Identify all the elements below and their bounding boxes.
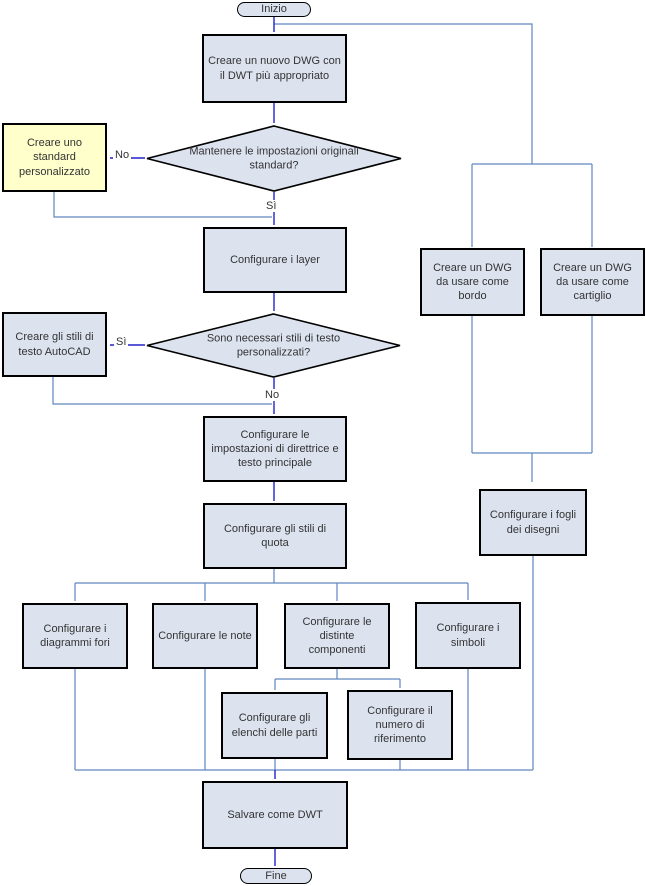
process-drawing-sheets: Configurare i fogli dei disegni: [479, 489, 587, 556]
process-autocad-text-styles: Creare gli stili di testo AutoCAD: [2, 312, 107, 377]
edge-label-si-2: Sì: [114, 336, 129, 349]
process-configure-layers: Configurare i layer: [203, 227, 347, 293]
process-parts-lists: Configurare gli elenchi delle parti: [221, 692, 328, 759]
decision-keep-standard-settings-label: Mantenere le impostazioni originali stan…: [189, 145, 359, 172]
process-custom-standard-label: Creare uno standard personalizzato: [19, 137, 90, 178]
process-dwg-border: Creare un DWG da usare come bordo: [420, 248, 525, 316]
diamond-shape: [146, 313, 401, 378]
process-symbols-label: Configurare i simboli: [436, 622, 500, 649]
process-dwg-title-block: Creare un DWG da usare come cartiglio: [540, 248, 645, 316]
edge-label-si-1: Sì: [264, 200, 279, 213]
process-balloon-number-label: Configurare il numero di riferimento: [367, 704, 433, 746]
process-parts-lists-label: Configurare gli elenchi delle parti: [231, 712, 318, 739]
process-dwg-title-block-label: Creare un DWG da usare come cartiglio: [553, 261, 632, 303]
connectors: [52, 16, 593, 866]
process-custom-standard: Creare uno standard personalizzato: [2, 123, 107, 192]
decision-custom-text-styles: Sono necessari stili di testo personaliz…: [145, 313, 402, 378]
diamond-shape: [146, 125, 402, 192]
process-dimension-styles: Configurare gli stili di quota: [203, 503, 347, 569]
process-symbols: Configurare i simboli: [415, 602, 521, 669]
start-terminator: Inizio: [237, 2, 311, 17]
process-save-dwt-label: Salvare come DWT: [227, 808, 323, 821]
process-save-dwt: Salvare come DWT: [202, 781, 348, 849]
process-parts-lists-components-label: Configurare le distinte componenti: [302, 615, 372, 657]
process-dimension-styles-label: Configurare gli stili di quota: [223, 522, 327, 549]
process-new-dwg: Creare un nuovo DWG con il DWT più appro…: [202, 34, 347, 103]
end-terminator: Fine: [240, 868, 312, 884]
process-autocad-text-styles-label: Creare gli stili di testo AutoCAD: [15, 331, 94, 358]
process-parts-lists-components: Configurare le distinte componenti: [284, 603, 390, 669]
edge-label-no-1: No: [113, 149, 132, 162]
process-drawing-sheets-label: Configurare i fogli dei disegni: [489, 509, 577, 536]
decision-custom-text-styles-label: Sono necessari stili di testo personaliz…: [206, 332, 341, 359]
process-leader-settings: Configurare le impostazioni di direttric…: [203, 416, 347, 482]
process-hole-charts: Configurare i diagrammi fori: [22, 603, 128, 669]
process-new-dwg-label: Creare un nuovo DWG con il DWT più appro…: [208, 55, 341, 82]
process-leader-settings-label: Configurare le impostazioni di direttric…: [211, 428, 339, 470]
end-label: Fine: [265, 869, 287, 882]
process-dwg-border-label: Creare un DWG da usare come bordo: [433, 261, 512, 303]
process-hole-charts-label: Configurare i diagrammi fori: [40, 622, 110, 649]
process-notes: Configurare le note: [152, 603, 258, 669]
start-label: Inizio: [261, 3, 287, 16]
process-configure-layers-label: Configurare i layer: [230, 253, 320, 266]
decision-keep-standard-settings: Mantenere le impostazioni originali stan…: [145, 125, 403, 192]
process-notes-label: Configurare le note: [158, 629, 252, 642]
edge-label-no-2: No: [263, 389, 282, 402]
process-balloon-number: Configurare il numero di riferimento: [347, 690, 453, 760]
